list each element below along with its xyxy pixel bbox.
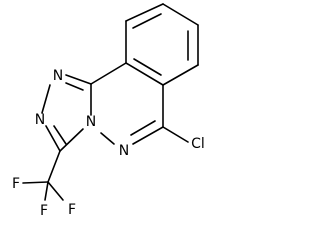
bond-benzene-top-left [125,3,164,22]
bond-n2-c3-inner [53,125,67,145]
bond-benzene-top-left-inner [132,13,162,29]
bond-benzene-top-right [162,3,199,26]
bond-c6-cl [162,126,189,143]
bond-benzene-bottom-right [162,64,199,86]
bond-cf3-f2 [44,181,49,201]
bond-c3-cf3 [47,150,61,183]
bond-c6-n5 [132,126,164,145]
bond-cf3-f1 [22,181,49,184]
atom-label-n5: N [119,143,129,159]
bond-c10a-n1 [65,74,92,85]
atom-label-f3: F [68,202,76,218]
atom-label-n2: N [35,112,45,128]
atom-label-n1: N [53,68,63,84]
atom-labels: N N N N Cl F F F [12,68,205,219]
bond-cf3-f3 [47,181,64,201]
atom-label-f1: F [12,176,20,192]
atom-label-f2: F [40,203,48,219]
bonds [22,3,199,201]
bond-c10b-c10a [90,62,127,85]
bond-benzene-bottom-left [125,62,164,86]
bond-n1-n2 [41,84,51,114]
bond-n5-n4 [100,132,115,145]
bond-c3-n4 [59,128,84,152]
chemical-structure: N N N N Cl F F F [12,3,205,219]
bond-n2-c3 [45,125,61,152]
atom-label-cl: Cl [191,136,205,152]
atom-label-n4: N [86,114,96,130]
bond-benzene-bottom-left-inner [133,58,162,76]
bond-c6-n5-inner [130,120,156,136]
bond-c10a-n1-inner [65,82,84,91]
